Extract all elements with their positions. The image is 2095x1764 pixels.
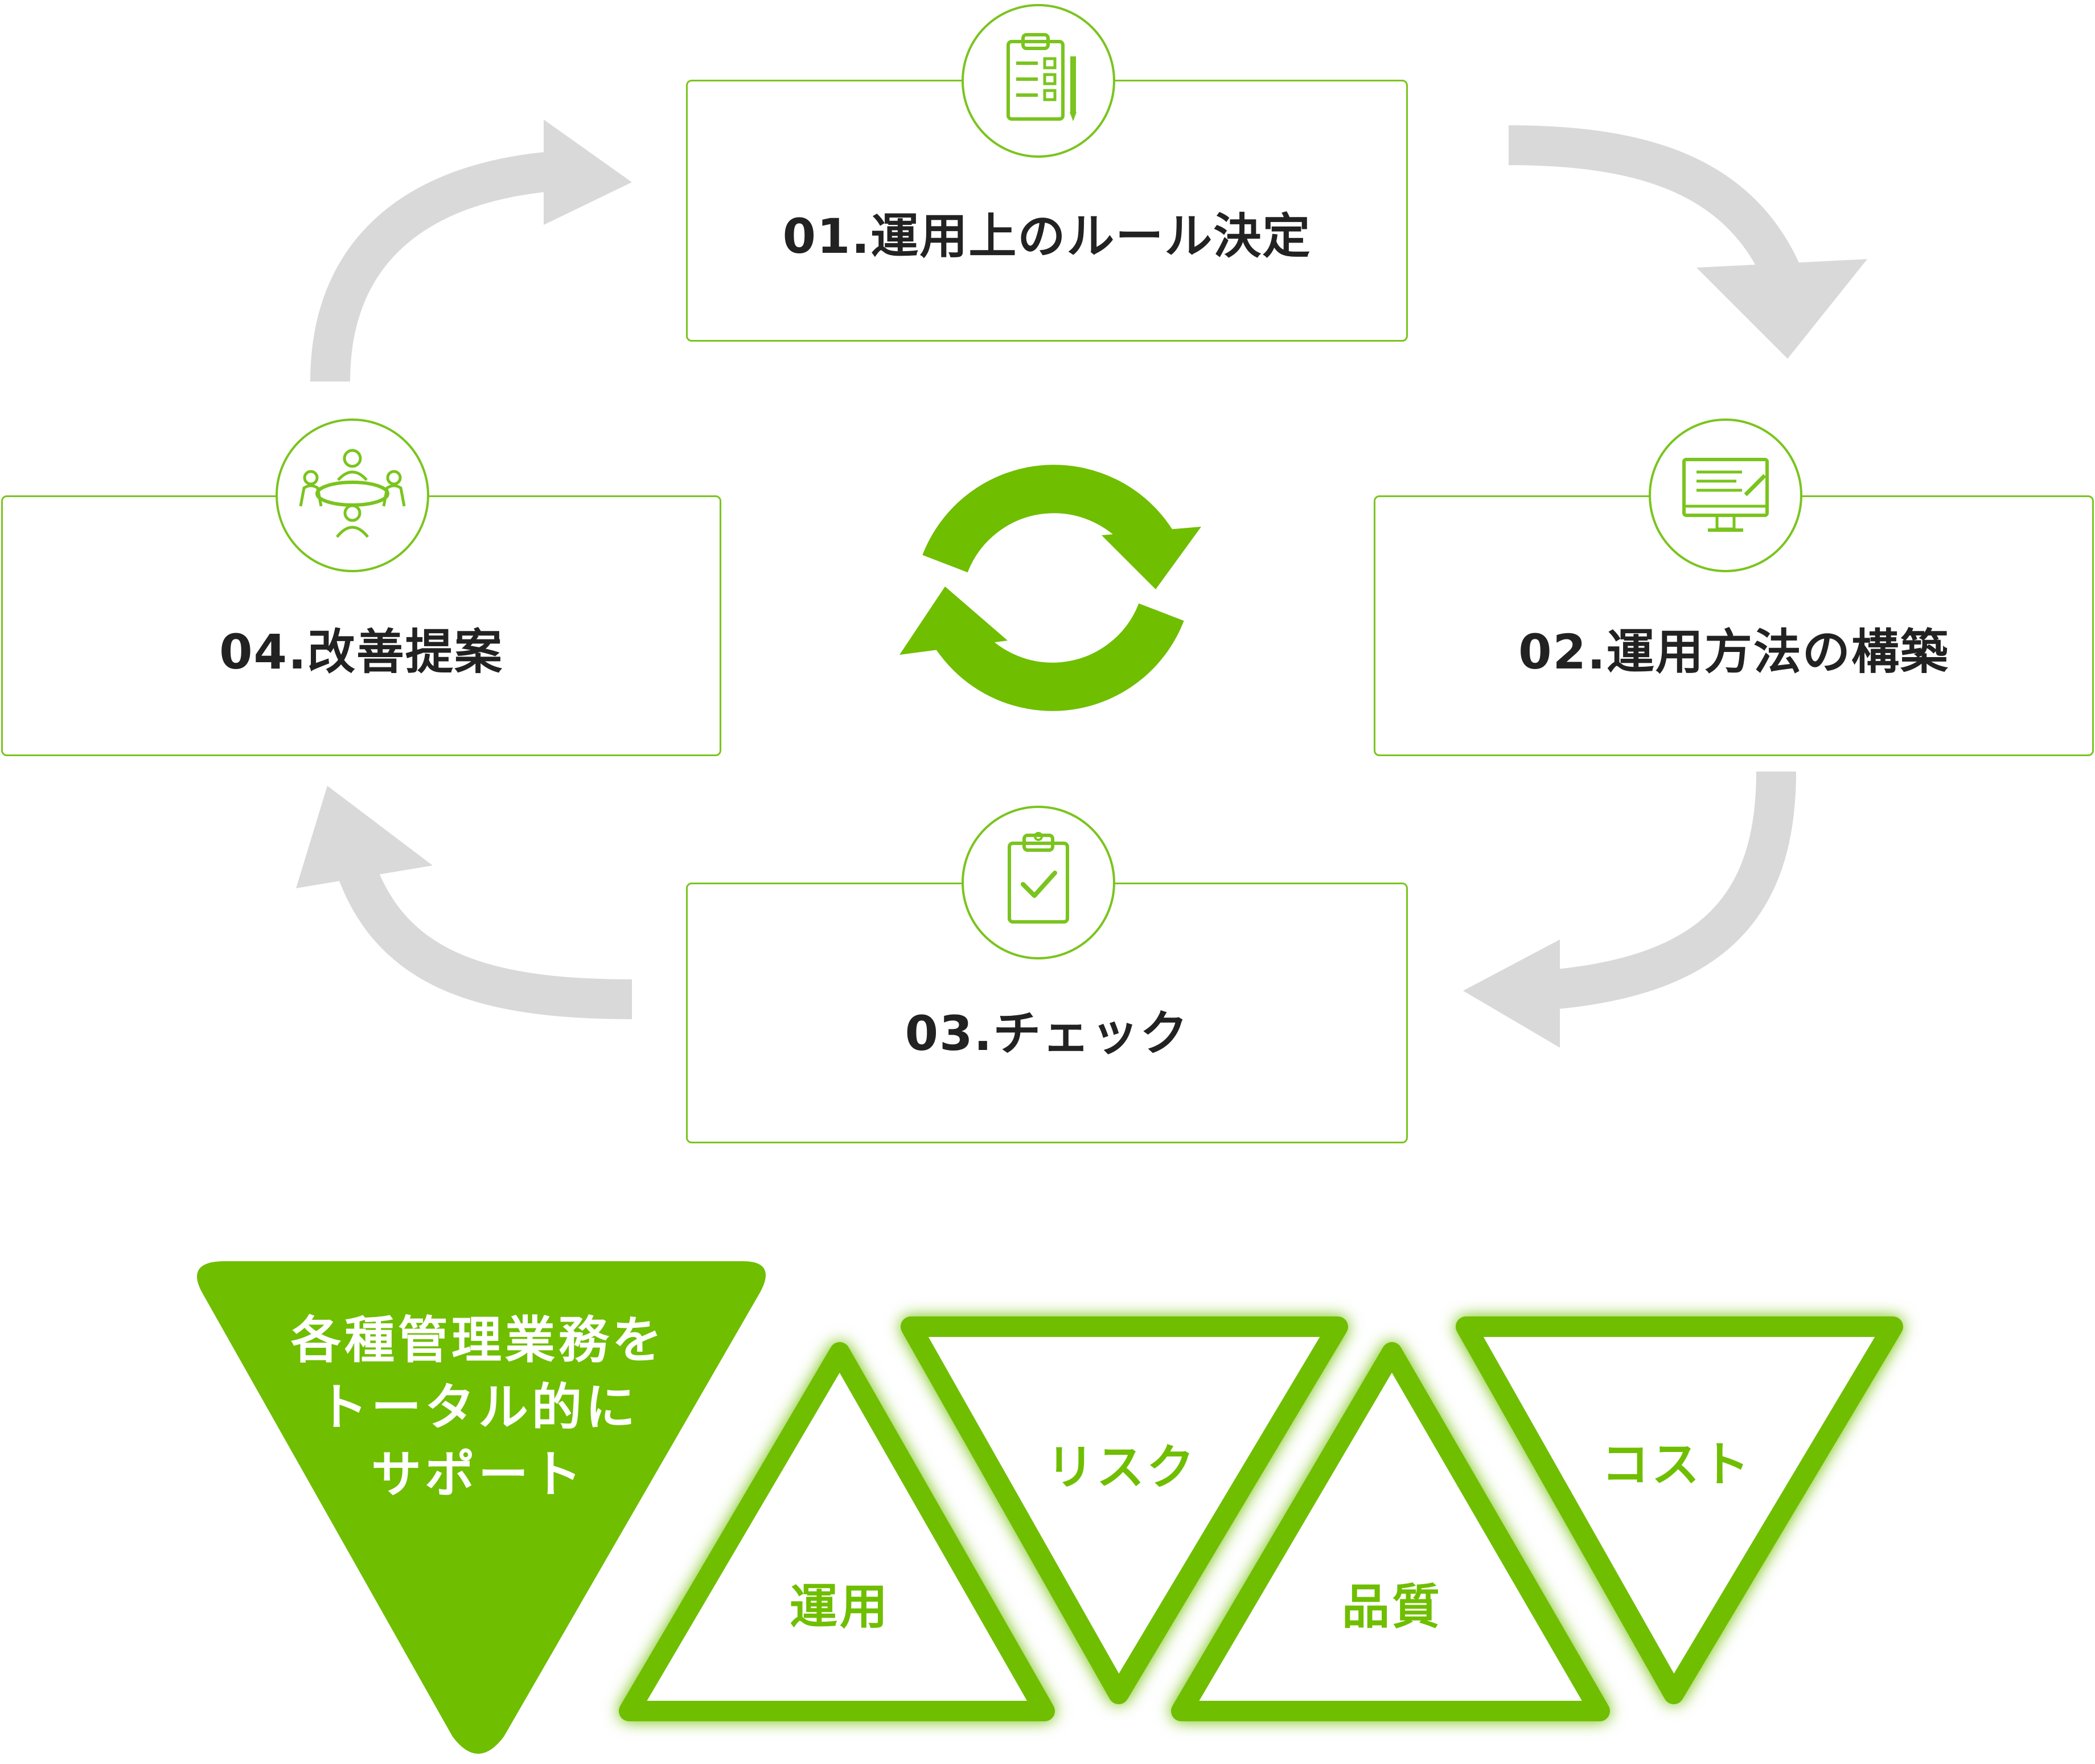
banner-line-1: 各種管理業務を	[290, 1311, 666, 1369]
step-label-02: 02.運用方法の構築	[1518, 624, 1949, 680]
arrow-03-to-04	[296, 786, 632, 1019]
arrow-02-to-03	[1463, 771, 1796, 1048]
triangle-operation	[619, 1342, 1055, 1721]
arrow-01-to-02	[1508, 125, 1867, 359]
banner-triangle	[197, 1261, 766, 1754]
triangle-quality	[1171, 1342, 1610, 1721]
triangle-risk	[901, 1316, 1348, 1704]
triangle-label-risk: リスク	[1046, 1439, 1197, 1495]
step-label-01: 01.運用上のルール決定	[782, 208, 1312, 264]
triangle-label-operation: 運用	[789, 1579, 890, 1635]
triangle-cost	[1456, 1316, 1903, 1704]
arrow-04-to-01	[310, 120, 632, 382]
banner-line-2: トータル的に	[317, 1378, 639, 1437]
banner-text: 各種管理業務を トータル的に サポート	[262, 1307, 695, 1508]
step-label-04: 04.改善提案	[219, 624, 503, 680]
step-box-01: 01.運用上のルール決定	[686, 80, 1408, 342]
clipboard-checklist-icon	[962, 4, 1115, 158]
monitor-document-icon	[1649, 419, 1802, 572]
banner-line-3: サポート	[371, 1445, 585, 1504]
triangle-label-quality: 品質	[1341, 1579, 1442, 1635]
triangle-label-cost: コスト	[1601, 1437, 1752, 1492]
meeting-table-icon	[276, 419, 429, 572]
step-label-03: 03.チェック	[905, 1006, 1189, 1061]
clipboard-check-icon	[962, 806, 1115, 959]
